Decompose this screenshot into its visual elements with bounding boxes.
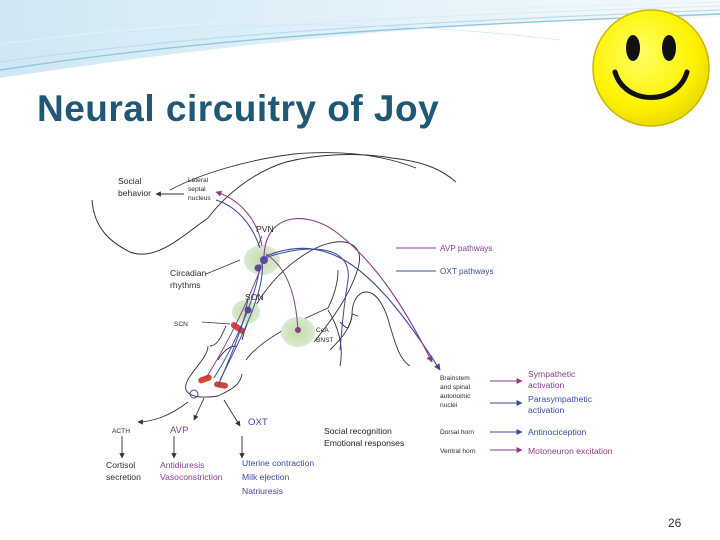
- legend-avp-label: AVP pathways: [440, 244, 493, 253]
- pituitary-icon: [189, 389, 199, 399]
- dorsal-horn-label: Dorsal horn: [440, 429, 474, 436]
- brainstem-label: autonomic: [440, 393, 471, 400]
- motoneuron-label: Motoneuron excitation: [528, 446, 613, 456]
- oxt-fiber: [263, 248, 349, 351]
- avp-fiber: [265, 253, 299, 331]
- lateral-septal-label: Lateral: [188, 177, 209, 184]
- avp-label: AVP: [170, 425, 188, 436]
- avp-septal-pathway: [215, 190, 263, 247]
- brain-outline: [91, 154, 457, 255]
- bnst-label: BNST: [316, 337, 334, 344]
- antinociception-label: Antinociception: [528, 427, 587, 437]
- smiley-face-icon: [592, 9, 710, 127]
- brainstem-label: and spinal: [440, 384, 471, 391]
- oxt-fiber: [217, 311, 247, 387]
- header-swoosh-decoration: [0, 0, 720, 78]
- acth-label: ACTH: [112, 428, 130, 435]
- pituitary-outline: [185, 345, 243, 398]
- pons-outline: [339, 313, 359, 329]
- sympathetic-label: activation: [528, 380, 565, 390]
- brainstem-label: nuclei: [440, 402, 458, 409]
- scn-neuron-red: [230, 322, 246, 334]
- oxt-arrow: [223, 399, 241, 427]
- oxt-pathway-long: [265, 247, 441, 371]
- pvn-leader-line: [257, 235, 263, 247]
- lateral-septal-label: nucleus: [188, 195, 211, 202]
- brain-inner-curve: [169, 152, 417, 191]
- legend-oxt-label: OXT pathways: [440, 267, 494, 276]
- natriuresis-label: Natriuresis: [242, 486, 283, 496]
- page-number: 26: [668, 516, 682, 530]
- vasoconstriction-label: Vasoconstriction: [160, 472, 223, 482]
- parasympathetic-label: activation: [528, 405, 565, 415]
- son-label: SON: [245, 292, 264, 302]
- antidiuresis-label: Antidiuresis: [160, 460, 204, 470]
- circadian-label: Circadian: [170, 268, 207, 278]
- pituitary-neuron-red: [198, 374, 212, 384]
- scn-label: SCN: [174, 321, 188, 328]
- son-leader-line: [245, 299, 249, 309]
- oxt-fiber: [219, 261, 263, 381]
- thalamus-outline: [241, 241, 360, 343]
- social-recognition-label: Social recognition: [324, 426, 392, 436]
- circadian-label: rhythms: [170, 280, 201, 290]
- neural-circuit-diagram: Social behavior Lateral septal nucleus P…: [91, 152, 613, 496]
- social-behavior-label: Social: [118, 176, 141, 186]
- slide-title: Neural circuitry of Joy: [37, 88, 440, 129]
- acth-arrow: [137, 401, 189, 425]
- avp-fiber: [205, 259, 265, 379]
- oxt-septal-pathway: [215, 199, 261, 249]
- avp-arrow: [193, 397, 205, 421]
- emotional-responses-label: Emotional responses: [324, 438, 404, 448]
- pvn-label: PVN: [256, 224, 274, 234]
- milk-label: Milk ejection: [242, 472, 290, 482]
- avp-pathway-long: [263, 217, 433, 363]
- cortisol-label: Cortisol: [106, 460, 135, 470]
- parasympathetic-label: Parasympathetic: [528, 394, 593, 404]
- uterine-label: Uterine contraction: [242, 458, 314, 468]
- brainstem-label: Brainstem: [440, 375, 470, 382]
- scn-leader-line: [201, 321, 231, 325]
- cea-label: CeA: [316, 327, 329, 334]
- circadian-leader-line: [205, 259, 241, 275]
- brainstem-outline: [245, 269, 342, 367]
- sympathetic-label: Sympathetic: [528, 369, 576, 379]
- oxt-label: OXT: [248, 417, 268, 428]
- social-behavior-label: behavior: [118, 188, 151, 198]
- pituitary-neuron-red: [214, 381, 228, 389]
- ventral-horn-label: Ventral horn: [440, 448, 476, 455]
- lateral-septal-label: septal: [188, 186, 206, 193]
- cortisol-label: secretion: [106, 472, 141, 482]
